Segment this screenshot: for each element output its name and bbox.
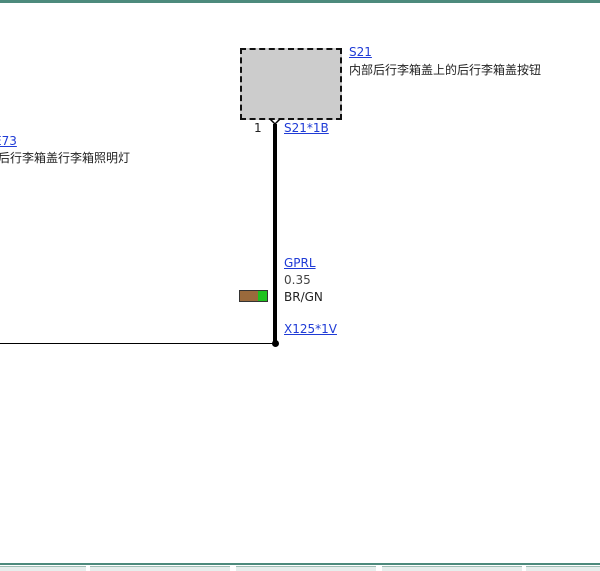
bottom-frame-border	[0, 563, 600, 565]
bottom-tab[interactable]	[90, 566, 230, 571]
component-e73-link[interactable]: E73	[0, 134, 17, 148]
bottom-tab[interactable]	[526, 566, 600, 571]
connector-s21-link[interactable]: S21*1B	[284, 121, 329, 135]
wire-color-code: BR/GN	[284, 290, 323, 304]
component-s21-box[interactable]	[240, 48, 342, 120]
component-s21-link[interactable]: S21	[349, 45, 372, 59]
bottom-tab-strip	[0, 565, 600, 571]
junction-dot	[272, 340, 279, 347]
top-frame-border	[0, 0, 600, 3]
bottom-tab[interactable]	[236, 566, 376, 571]
junction-connector-link[interactable]: X125*1V	[284, 322, 337, 336]
pin-number: 1	[254, 121, 262, 135]
wire-color-swatch	[239, 290, 268, 302]
bottom-tab[interactable]	[0, 566, 86, 571]
component-s21-description: 内部后行李箱盖上的后行李箱盖按钮	[349, 63, 542, 77]
component-e73-description: 后行李箱盖行李箱照明灯	[0, 151, 131, 165]
wire-color-secondary	[258, 291, 267, 301]
wire-id-link[interactable]: GPRL	[284, 256, 316, 270]
wire-color-primary	[240, 291, 258, 301]
wire-vertical[interactable]	[273, 124, 277, 343]
wire-horizontal[interactable]	[0, 343, 276, 344]
wire-gauge: 0.35	[284, 273, 311, 287]
bottom-tab[interactable]	[382, 566, 522, 571]
